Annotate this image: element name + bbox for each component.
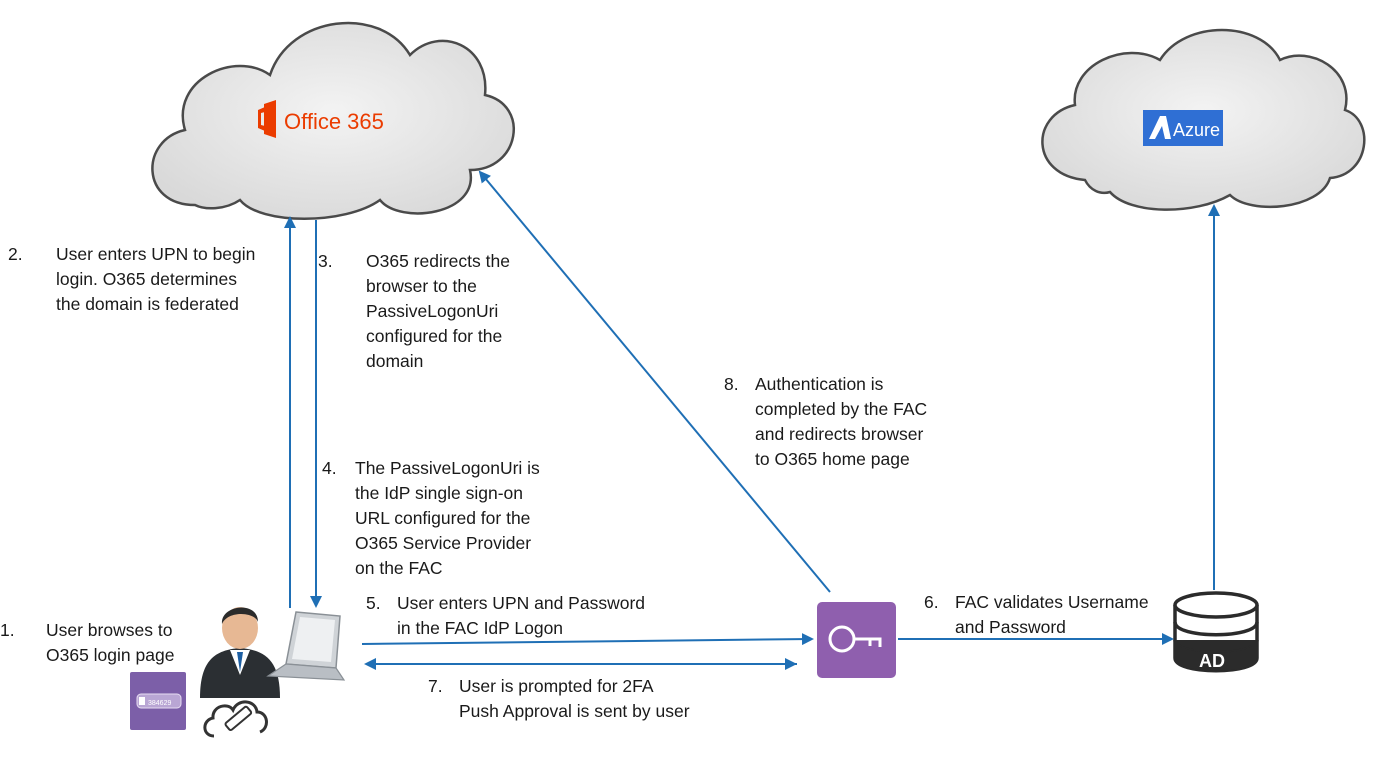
step-text: The PassiveLogonUri is the IdP single si… [355, 458, 540, 578]
office365-label: Office 365 [284, 109, 384, 134]
step-text: User browses to O365 login page [46, 620, 175, 665]
office365-cloud: Office 365 [151, 21, 515, 220]
step-number: 3. [318, 251, 333, 271]
step-text: User is prompted for 2FA Push Approval i… [459, 676, 690, 721]
step-number: 7. [428, 676, 443, 696]
fac-box [817, 602, 896, 678]
step-3: 3. O365 redirects the browser to the Pas… [318, 249, 558, 374]
step-5: 5. User enters UPN and Password in the F… [366, 591, 686, 641]
step-number: 2. [8, 244, 23, 264]
step-2: 2. User enters UPN to begin login. O365 … [8, 242, 288, 317]
arrow-step5-right [361, 633, 814, 646]
azure-label: Azure [1173, 120, 1220, 140]
step-7: 7. User is prompted for 2FA Push Approva… [428, 674, 728, 724]
azure-cloud: Azure [1041, 28, 1366, 211]
cloud-mobile-icon [203, 700, 268, 738]
step-text: Authentication is completed by the FAC a… [755, 374, 928, 469]
token-code: 384629 [148, 700, 171, 707]
step-number: 4. [322, 458, 337, 478]
step-1: 1. User browses to O365 login page [0, 618, 200, 668]
arrow-step8-diagonal [478, 170, 831, 593]
step-text: User enters UPN to begin login. O365 det… [56, 244, 256, 314]
laptop-icon [266, 611, 346, 681]
step-text: O365 redirects the browser to the Passiv… [366, 251, 510, 371]
step-number: 1. [0, 620, 15, 640]
step-number: 8. [724, 374, 739, 394]
hardware-token-icon: 384629 [130, 672, 186, 730]
arrows [284, 170, 1220, 670]
step-text: FAC validates Username and Password [955, 592, 1149, 637]
step-6: 6. FAC validates Username and Password [924, 590, 1184, 640]
step-number: 5. [366, 593, 381, 613]
step-text: User enters UPN and Password in the FAC … [397, 593, 646, 638]
step-8: 8. Authentication is completed by the FA… [724, 372, 964, 472]
step-4: 4. The PassiveLogonUri is the IdP single… [322, 456, 582, 581]
ad-label: AD [1199, 651, 1225, 671]
office365-logo-icon [258, 100, 276, 138]
user-icon [200, 607, 280, 698]
azure-logo-icon [1149, 116, 1171, 139]
step-number: 6. [924, 592, 939, 612]
database-ad-icon: AD [1173, 591, 1259, 673]
key-icon [828, 625, 882, 653]
